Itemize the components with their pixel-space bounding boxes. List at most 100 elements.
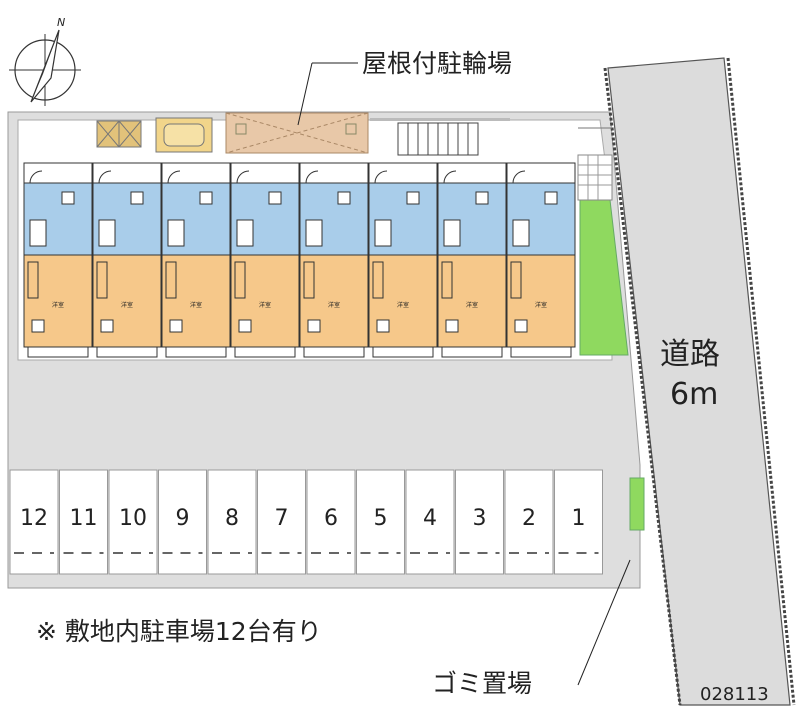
bath <box>374 219 392 247</box>
door-swing <box>512 170 526 184</box>
closet <box>372 261 384 299</box>
bath <box>443 219 461 247</box>
door-swing <box>167 170 181 184</box>
room-label: 洋室 <box>466 301 478 309</box>
room-label: 洋室 <box>397 301 409 309</box>
closet <box>234 261 246 299</box>
road <box>603 57 796 706</box>
room <box>230 254 300 348</box>
room-label: 洋室 <box>328 301 340 309</box>
balcony <box>303 346 365 358</box>
door-swing <box>236 170 250 184</box>
garbage-label: ゴミ置場 <box>432 669 532 698</box>
door-swing <box>305 170 319 184</box>
parking-space: 6 <box>306 469 356 575</box>
parking-space-number: 12 <box>20 506 48 531</box>
room <box>92 254 162 348</box>
balcony <box>234 346 296 358</box>
apartment-unit: 洋室 <box>230 162 300 358</box>
parking-stall <box>405 469 455 575</box>
parking-stall <box>356 469 405 575</box>
bath <box>29 219 47 247</box>
toilet <box>337 191 351 205</box>
parking-space: 2 <box>504 469 554 575</box>
parking-space: 9 <box>158 469 207 575</box>
closet <box>510 261 522 299</box>
parking-stall <box>59 469 108 575</box>
balcony <box>510 346 572 358</box>
toilet <box>199 191 213 205</box>
storage <box>445 319 459 333</box>
entrance-area <box>368 162 438 184</box>
room-label: 洋室 <box>259 301 271 309</box>
apartment-unit: 洋室 <box>368 162 438 358</box>
closet <box>27 261 39 299</box>
parking-stall <box>554 469 603 575</box>
parking-space-number: 5 <box>374 506 388 531</box>
room <box>368 254 438 348</box>
door-swing <box>98 170 112 184</box>
entrance-area <box>506 162 576 184</box>
entrance-area <box>161 162 231 184</box>
room-label: 洋室 <box>121 301 133 309</box>
toilet <box>268 191 282 205</box>
bath <box>305 219 323 247</box>
parking-space: 7 <box>257 469 306 575</box>
door-swing <box>374 170 388 184</box>
parking-stall <box>9 469 59 575</box>
parking-space: 3 <box>455 469 504 575</box>
property-id: 028113 <box>700 684 769 705</box>
storage <box>100 319 114 333</box>
parking-stall <box>158 469 207 575</box>
closet <box>303 261 315 299</box>
parking-space: 10 <box>108 469 158 575</box>
entrance-area <box>23 162 93 184</box>
door-swing <box>443 170 457 184</box>
bath <box>512 219 530 247</box>
entrance-area <box>92 162 162 184</box>
parking-space-number: 3 <box>473 506 487 531</box>
stairs <box>370 118 510 156</box>
room <box>23 254 93 348</box>
room-label: 洋室 <box>190 301 202 309</box>
toilet <box>475 191 489 205</box>
parking-space-number: 7 <box>275 506 289 531</box>
room-label: 洋室 <box>52 301 64 309</box>
room-label: 洋室 <box>535 301 547 309</box>
parking-space-number: 8 <box>225 506 239 531</box>
bath <box>98 219 116 247</box>
parking-space: 8 <box>207 469 257 575</box>
parking-space-number: 2 <box>522 506 536 531</box>
apartment-unit: 洋室 <box>23 162 93 358</box>
entrance-area <box>299 162 369 184</box>
parking-stall <box>207 469 257 575</box>
storage-boxes <box>96 117 213 153</box>
apartment-unit: 洋室 <box>437 162 507 358</box>
bath <box>167 219 185 247</box>
closet <box>165 261 177 299</box>
parking-space-number: 9 <box>176 506 190 531</box>
parking-stall <box>108 469 158 575</box>
toilet <box>544 191 558 205</box>
balcony <box>96 346 158 358</box>
parking-space-number: 11 <box>70 506 98 531</box>
balcony <box>441 346 503 358</box>
parking-note: ※ 敷地内駐車場12台有り <box>36 617 322 646</box>
parking-space: 12 <box>9 469 59 575</box>
storage <box>307 319 321 333</box>
parking-space-number: 4 <box>423 506 437 531</box>
room <box>506 254 576 348</box>
toilet <box>61 191 75 205</box>
closet <box>441 261 453 299</box>
parking-space: 5 <box>356 469 405 575</box>
road-name-label: 道路 <box>660 337 720 372</box>
parking-space-number: 10 <box>119 506 147 531</box>
storage <box>31 319 45 333</box>
parking-stall <box>455 469 504 575</box>
balcony <box>165 346 227 358</box>
entrance-area <box>230 162 300 184</box>
bicycle-parking-area <box>225 62 369 154</box>
parking-space-number: 1 <box>572 506 586 531</box>
